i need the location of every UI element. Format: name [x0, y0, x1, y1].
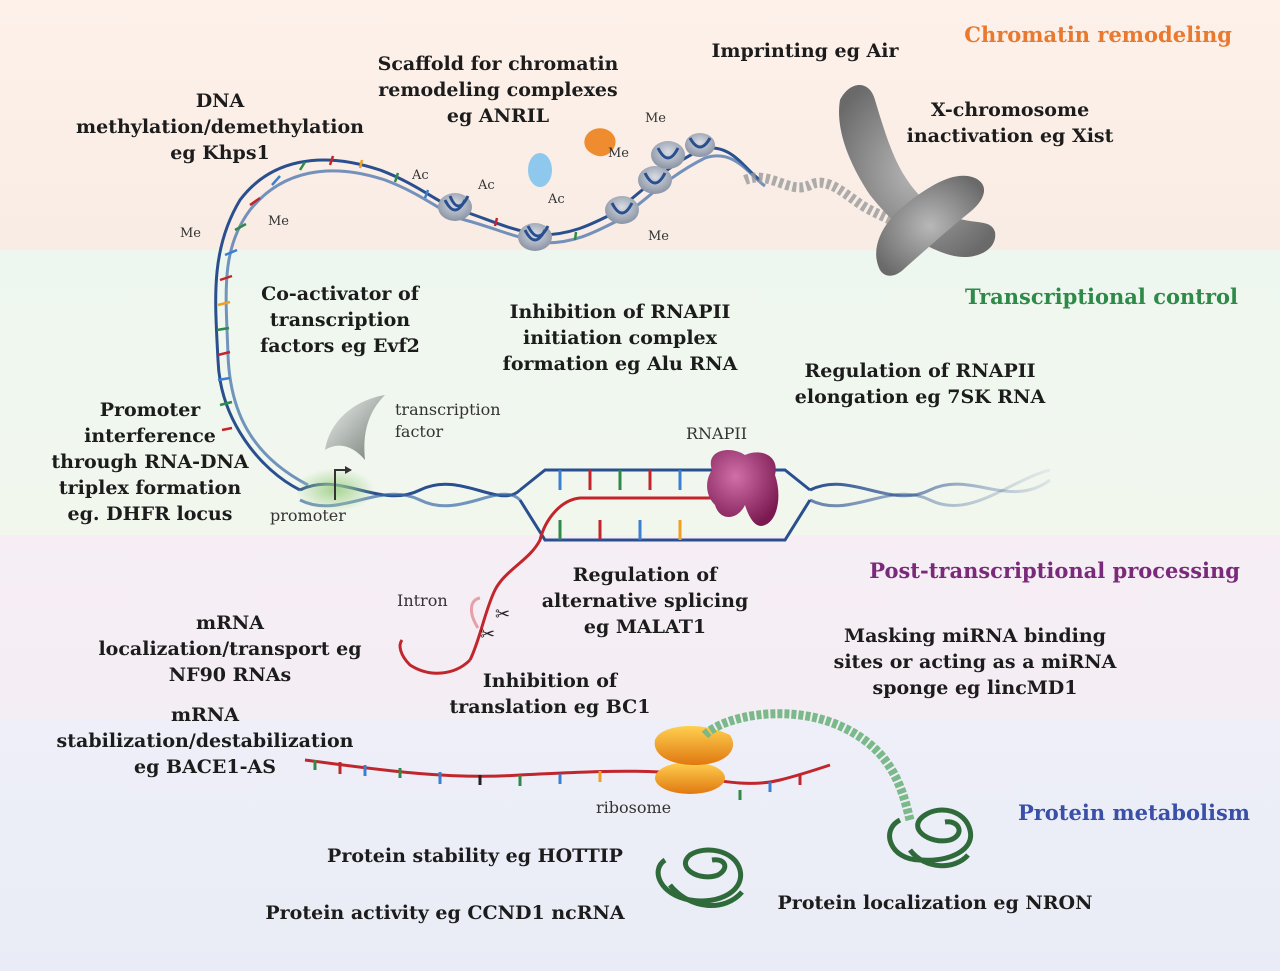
mark-ac-3: Ac [547, 192, 565, 207]
band-protein [0, 720, 1280, 971]
section-transcription-title: Transcriptional control [964, 284, 1238, 309]
nucleosome-3 [605, 196, 639, 224]
label-inhibition-rnapii: Inhibition of RNAPII initiation complex … [502, 301, 738, 375]
label-dna-methylation: DNA methylation/demethylation eg Khps1 [76, 90, 364, 164]
nucleosome-6 [685, 133, 715, 157]
mark-me-2: Me [268, 214, 289, 229]
annotation-transcription-factor: transcription factor [395, 400, 501, 441]
label-masking-mirna: Masking miRNA binding sites or acting as… [833, 625, 1117, 699]
label-protein-stability: Protein stability eg HOTTIP [327, 845, 623, 867]
label-inhibition-translation: Inhibition of translation eg BC1 [449, 670, 651, 718]
nucleosome-5 [651, 141, 685, 169]
histone-marks: Me Me Ac Ac Ac Me Me Me [180, 111, 669, 244]
band-chromatin [0, 0, 1280, 250]
mark-me-4: Me [645, 111, 666, 126]
peptide-chain [701, 709, 915, 822]
transcription-factor-shape [325, 395, 385, 460]
band-post-transcription [0, 535, 1280, 720]
orange-protein [584, 128, 616, 157]
label-protein-activity: Protein activity eg CCND1 ncRNA [265, 902, 625, 924]
scissors-icon: ✂ [480, 624, 495, 645]
splicing-rna [398, 596, 481, 675]
section-post-title: Post-transcriptional processing [869, 558, 1240, 583]
annotation-intron: Intron [397, 591, 448, 610]
mark-me-3: Me [608, 146, 629, 161]
label-imprinting: Imprinting eg Air [711, 40, 899, 62]
label-coactivator: Co-activator of transcription factors eg… [260, 283, 420, 357]
mrna-rungs [313, 760, 802, 800]
section-protein-title: Protein metabolism [1017, 800, 1250, 825]
band-transcription [0, 250, 1280, 535]
label-alt-splicing: Regulation of alternative splicing eg MA… [541, 564, 749, 638]
ribosome-shape [654, 725, 734, 794]
blue-protein [528, 153, 552, 187]
label-regulation-elongation: Regulation of RNAPII elongation eg 7SK R… [794, 360, 1046, 408]
label-mrna-localization: mRNA localization/transport eg NF90 RNAs [98, 612, 362, 686]
scissors-icon-2: ✂ [495, 604, 510, 625]
nucleosomes [438, 133, 715, 251]
annotation-rnapii: RNAPII [686, 424, 748, 443]
label-x-inactivation: X-chromosome inactivation eg Xist [906, 99, 1114, 147]
dna-rungs-upper [216, 155, 578, 432]
label-promoter-interference: Promoter interference through RNA-DNA tr… [51, 399, 249, 525]
mark-me-1: Me [180, 226, 201, 241]
section-chromatin-title: Chromatin remodeling [964, 22, 1232, 47]
mark-me-5: Me [648, 229, 669, 244]
annotation-promoter: promoter [270, 506, 346, 525]
mark-ac-1: Ac [411, 168, 429, 183]
promoter-arrow [334, 469, 348, 500]
folded-protein-right [887, 807, 974, 869]
label-protein-localization: Protein localization eg NRON [777, 892, 1093, 914]
mark-ac-2: Ac [477, 178, 495, 193]
dna-transcription-region [299, 468, 1051, 542]
label-mrna-stabilization: mRNA stabilization/destabilization eg BA… [56, 704, 354, 778]
rnapii-shape [707, 450, 779, 526]
chromosome [839, 85, 996, 276]
label-scaffold: Scaffold for chromatin remodeling comple… [377, 53, 619, 127]
folded-protein-center [655, 847, 744, 908]
annotation-ribosome: ribosome [596, 798, 672, 817]
nucleosome-4 [638, 166, 672, 194]
nascent-rna [468, 496, 720, 661]
mrna-strand [304, 758, 831, 785]
bubble-rungs [558, 470, 772, 540]
